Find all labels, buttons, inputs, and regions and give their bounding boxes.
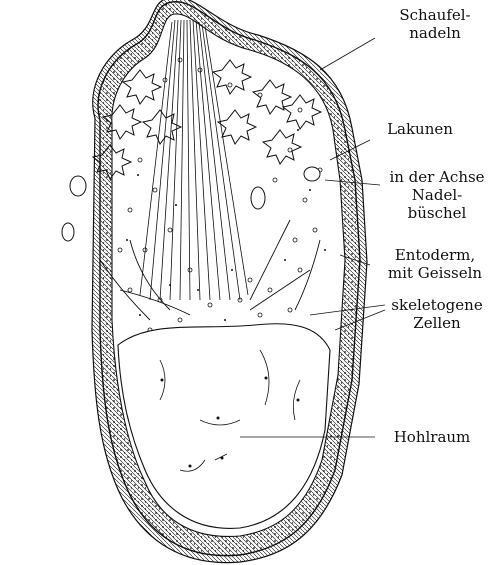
label-schaufelnadeln: Schaufel-nadeln (385, 6, 485, 42)
label-hohlraum: Hohlraum (382, 428, 482, 446)
label-entoderm: Entoderm,mit Geisseln (378, 246, 492, 282)
label-lakunen: Lakunen (380, 120, 460, 138)
